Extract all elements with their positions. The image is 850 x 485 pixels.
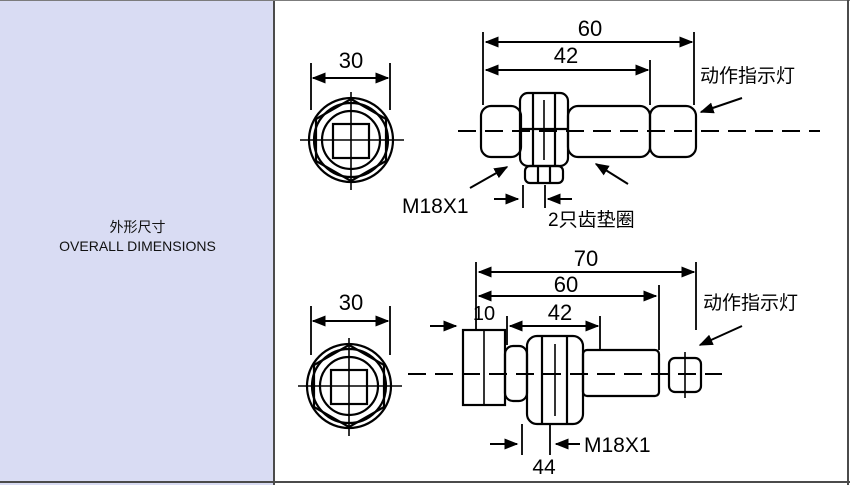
bottom-end-view [298, 338, 402, 436]
top-overall-length-label: 60 [578, 16, 602, 41]
bottom-nut-width-label: 44 [532, 456, 556, 479]
bottom-thread-length-label: 42 [548, 300, 572, 325]
top-end-dim [310, 63, 391, 110]
bottom-sensor-body [461, 328, 703, 426]
label-cell: 外形尺寸 OVERALL DIMENSIONS [0, 0, 275, 485]
bottom-leaders [490, 325, 743, 455]
top-leaders [469, 97, 743, 208]
top-washer-label: 2只齿垫圈 [548, 209, 635, 231]
label-chinese: 外形尺寸 [109, 219, 166, 235]
bottom-head-length-label: 10 [473, 303, 495, 325]
top-thread-label: M18X1 [402, 195, 469, 218]
bottom-drawing [298, 262, 743, 455]
bottom-indicator-label: 动作指示灯 [703, 292, 798, 314]
frame-right-border [847, 0, 849, 485]
bottom-overall-length-label: 70 [574, 246, 598, 271]
top-thread-length-label: 42 [554, 43, 578, 68]
bottom-length-dims [430, 262, 697, 350]
frame-top-border [0, 0, 850, 1]
dimension-drawing: 30 60 42 动作指示灯 M18X1 2只齿垫圈 30 70 60 10 4… [298, 16, 820, 479]
top-end-width-label: 30 [339, 48, 363, 73]
bottom-end-dim [310, 306, 391, 355]
top-indicator-label: 动作指示灯 [700, 65, 795, 87]
drawing-cell: 30 60 42 动作指示灯 M18X1 2只齿垫圈 30 70 60 10 4… [275, 0, 850, 485]
top-length-dims [482, 32, 695, 105]
top-sensor-body [479, 91, 698, 185]
top-end-view [300, 92, 404, 190]
bottom-thread-label: M18X1 [584, 434, 651, 457]
top-drawing [300, 32, 820, 208]
frame-bottom-border [0, 481, 850, 483]
label-english: OVERALL DIMENSIONS [59, 238, 216, 254]
bottom-body-length-label: 60 [554, 272, 578, 297]
label-text: 外形尺寸 OVERALL DIMENSIONS [0, 218, 275, 256]
bottom-end-width-label: 30 [339, 290, 363, 315]
